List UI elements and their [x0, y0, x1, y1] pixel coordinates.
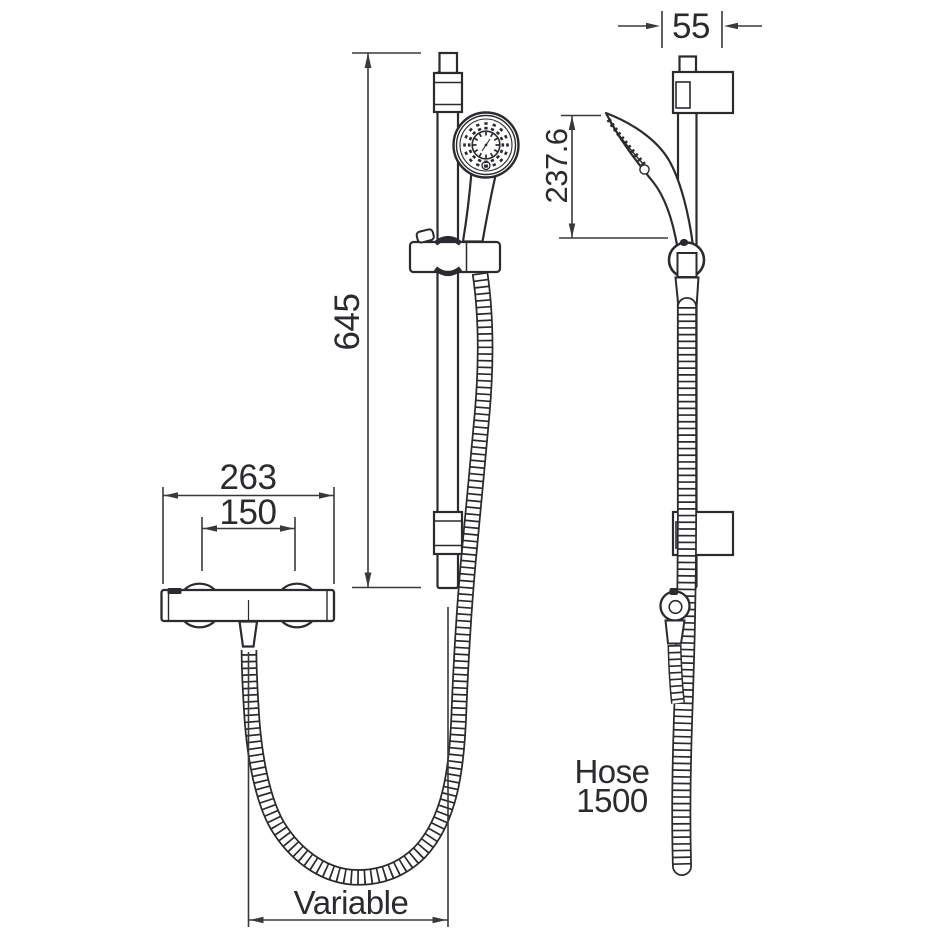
inlet-centres-dimension: 150	[201, 493, 296, 571]
rail-top-cap	[438, 51, 459, 75]
shower-valve	[160, 582, 336, 648]
variable-offset-dimension: Variable	[247, 607, 449, 927]
rail-length-dimension-label: 645	[328, 294, 367, 351]
wall-bracket-bottom	[432, 510, 464, 556]
hose-length-note: Hose 1500	[574, 753, 650, 819]
slider-lock-knob	[415, 228, 435, 244]
side-hose	[671, 297, 697, 876]
hose-length-note-line2: 1500	[576, 782, 648, 819]
centre-dial	[472, 131, 500, 159]
variable-offset-dimension-label: Variable	[294, 884, 409, 921]
side-wall-bracket-top	[671, 70, 735, 115]
handset-head	[452, 111, 520, 179]
bracket-width-dimension-label: 55	[672, 7, 710, 46]
hose-length-note-line1: Hose	[574, 753, 649, 790]
shower-hose	[240, 271, 494, 886]
handset-height-dimension-label: 237.6	[539, 128, 574, 203]
front-view	[160, 51, 520, 886]
spray-nozzle-ring	[461, 120, 511, 170]
valve-button	[167, 588, 182, 594]
side-rail-top-cap	[678, 55, 698, 74]
dimension-annotations: 645 263 150 Variable 55	[162, 7, 762, 927]
handset-height-dimension: 237.6	[539, 114, 668, 239]
side-view	[604, 55, 735, 876]
side-valve-profile	[659, 588, 691, 704]
brand-logo-mark	[481, 160, 491, 171]
rail-grip-bottom	[433, 266, 463, 276]
wall-bracket-top	[432, 71, 464, 114]
valve-width-dimension-label: 263	[220, 458, 277, 497]
hose-connector	[238, 620, 259, 648]
slider-bracket	[408, 228, 502, 276]
handset-holder	[667, 238, 706, 308]
bracket-width-dimension: 55	[618, 7, 762, 48]
handset-handle	[461, 169, 498, 243]
valve-width-dimension: 263	[162, 458, 335, 584]
side-hose-connector	[664, 619, 686, 645]
valve-body	[160, 588, 336, 623]
inlet-centres-dimension-label: 150	[220, 493, 277, 532]
rail-grip-top	[433, 236, 463, 246]
rail-length-dimension: 645	[328, 52, 421, 589]
